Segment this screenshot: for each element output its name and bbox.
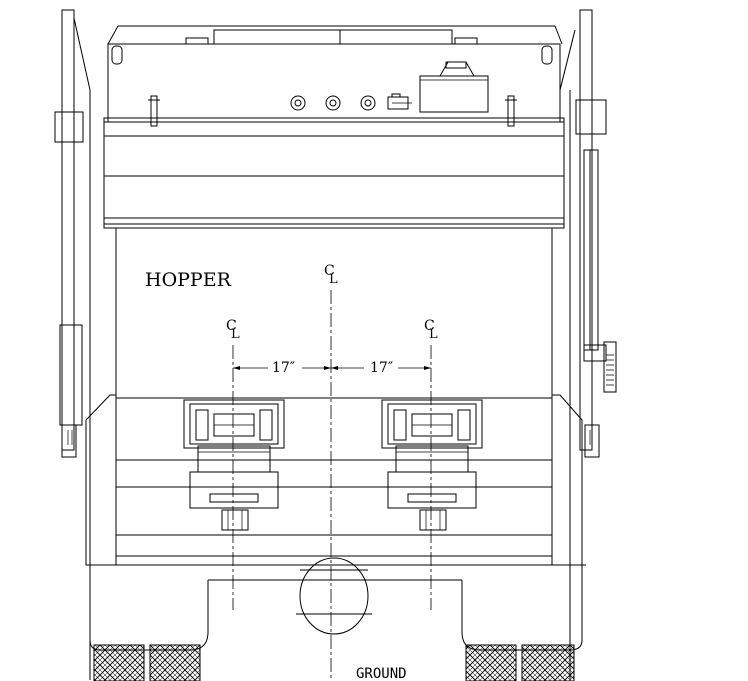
lifter-left (183, 399, 285, 531)
dimension-left-label: 17″ (272, 360, 295, 376)
dimension-right-label: 17″ (370, 360, 393, 376)
rear-axle-area (89, 557, 583, 651)
top-housing (107, 25, 563, 127)
svg-text:L: L (429, 327, 438, 342)
fitting-icon (507, 95, 515, 127)
svg-text:L: L (231, 327, 240, 342)
svg-text:C: C (424, 318, 435, 334)
hopper-label: HOPPER (145, 269, 232, 291)
hopper-top-panel (103, 117, 565, 229)
hopper-body (115, 228, 553, 400)
svg-text:C: C (226, 318, 237, 334)
tire-right-inner (465, 644, 517, 681)
left-frame (54, 9, 91, 680)
right-frame (559, 9, 617, 680)
centerline-symbol-left: C L (226, 318, 240, 342)
differential-housing (299, 557, 369, 635)
svg-text:C: C (324, 263, 335, 279)
control-knob-icon (360, 95, 376, 111)
dimension-lines: 17″ 17″ (233, 360, 431, 376)
ground-label: GROUND (356, 666, 407, 681)
tire-left-outer (93, 644, 145, 681)
tire-left-inner (149, 644, 201, 681)
lower-body (85, 394, 586, 566)
lifter-right (381, 399, 483, 531)
tires (93, 644, 575, 681)
control-knob-icon (290, 95, 306, 111)
centerlines (232, 290, 432, 681)
control-box (419, 75, 489, 113)
fitting-icon (150, 95, 158, 127)
control-knob-icon (325, 95, 341, 111)
centerline-symbol-main: C L (324, 263, 338, 287)
svg-text:L: L (329, 272, 338, 287)
centerline-symbol-right: C L (424, 318, 438, 342)
tire-right-outer (521, 644, 575, 681)
